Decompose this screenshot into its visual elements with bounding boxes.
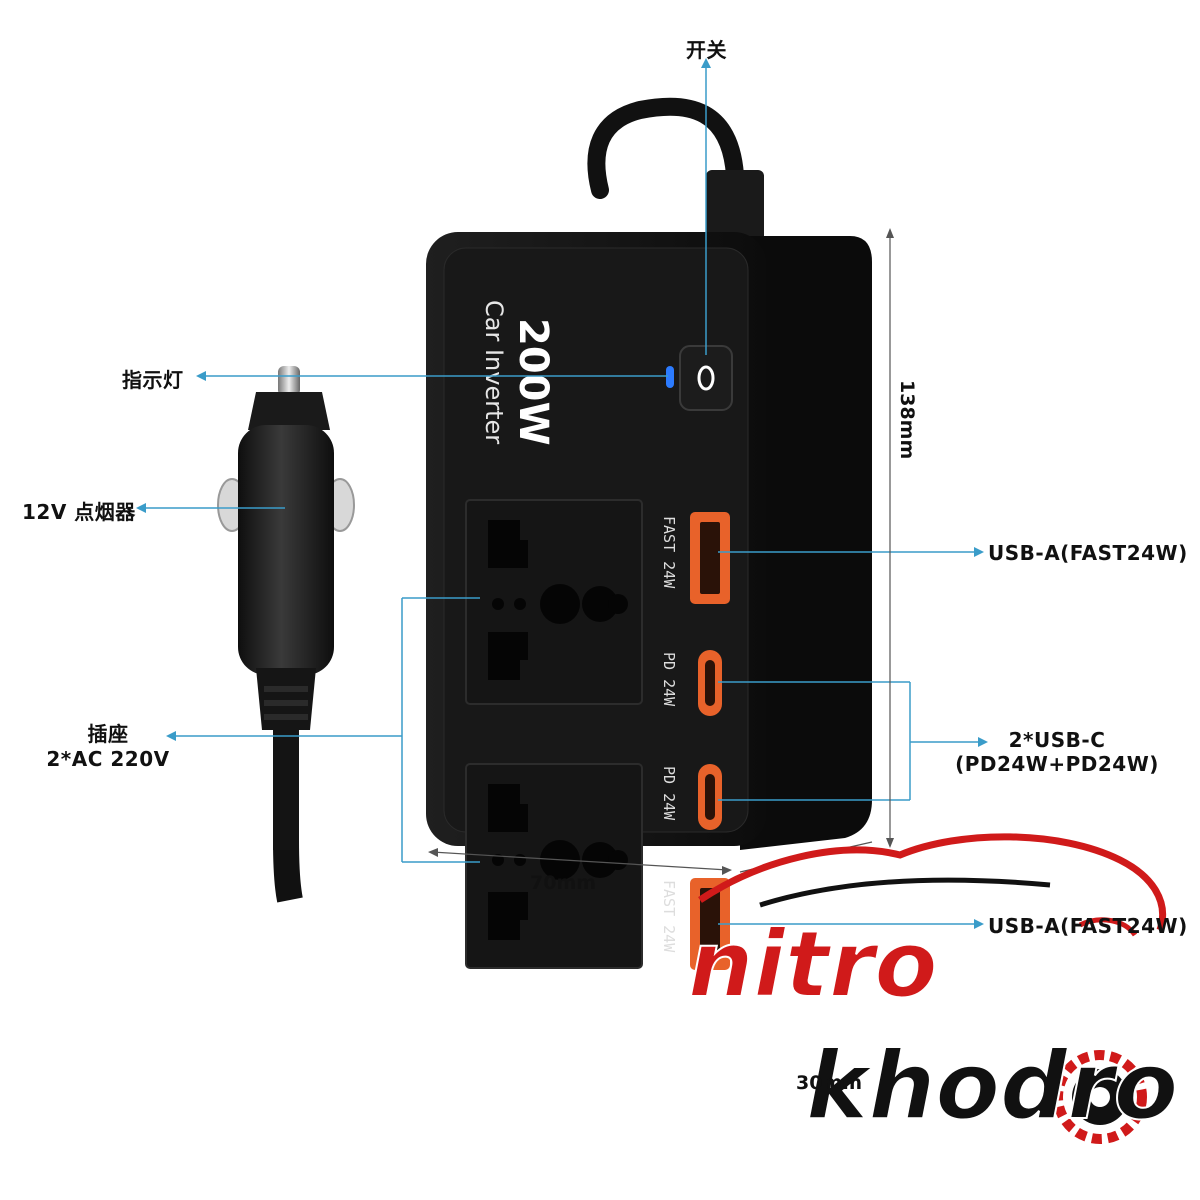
ac-socket-2	[465, 763, 643, 969]
dimension-width: 70mm	[530, 872, 597, 894]
ac-socket-1	[465, 499, 643, 705]
callout-usb-c: 2*USB-C (PD24W+PD24W)	[944, 728, 1170, 776]
callout-socket: 插座 2*AC 220V	[40, 718, 176, 771]
dimension-height: 138mm	[896, 380, 918, 460]
callout-usb-c-line2: (PD24W+PD24W)	[955, 752, 1159, 776]
gear-icon	[1053, 1050, 1147, 1144]
power-switch	[679, 345, 733, 411]
callout-usb-c-line1: 2*USB-C	[1008, 728, 1106, 752]
usb-c-port-1	[698, 650, 722, 716]
product-label: Car Inverter	[480, 300, 508, 444]
usb-a-port-top	[690, 512, 730, 604]
callout-socket-line1: 插座	[87, 722, 129, 746]
top-cable	[587, 97, 744, 199]
usb-a-port-bottom	[690, 878, 730, 970]
watermark-line1: nitro	[688, 911, 938, 1018]
port-label-4: FAST 24W	[660, 880, 678, 953]
switch-o-mark	[697, 365, 715, 391]
device-side	[740, 236, 872, 850]
callout-usb-a-bottom: USB-A(FAST24W)	[988, 914, 1188, 938]
callout-indicator: 指示灯	[122, 368, 184, 392]
power-label: 200W	[510, 318, 556, 446]
usb-c-port-2	[698, 764, 722, 830]
port-label-1: FAST 24W	[660, 516, 678, 589]
callout-usb-a-top: USB-A(FAST24W)	[988, 541, 1188, 565]
dimension-depth: 30mm	[796, 1072, 863, 1094]
callout-socket-line2: 2*AC 220V	[46, 747, 170, 771]
port-label-3: PD 24W	[660, 766, 678, 821]
strain-relief	[706, 170, 764, 242]
indicator-light	[666, 366, 674, 388]
callout-lighter: 12V 点烟器	[22, 500, 136, 524]
leader-lines	[136, 58, 988, 929]
callout-switch: 开关	[686, 38, 727, 62]
watermark-line2: khodro	[806, 1032, 1178, 1141]
lighter-plug	[217, 366, 355, 903]
port-label-2: PD 24W	[660, 652, 678, 707]
watermark-logo: nitro khodro	[687, 833, 1179, 1144]
